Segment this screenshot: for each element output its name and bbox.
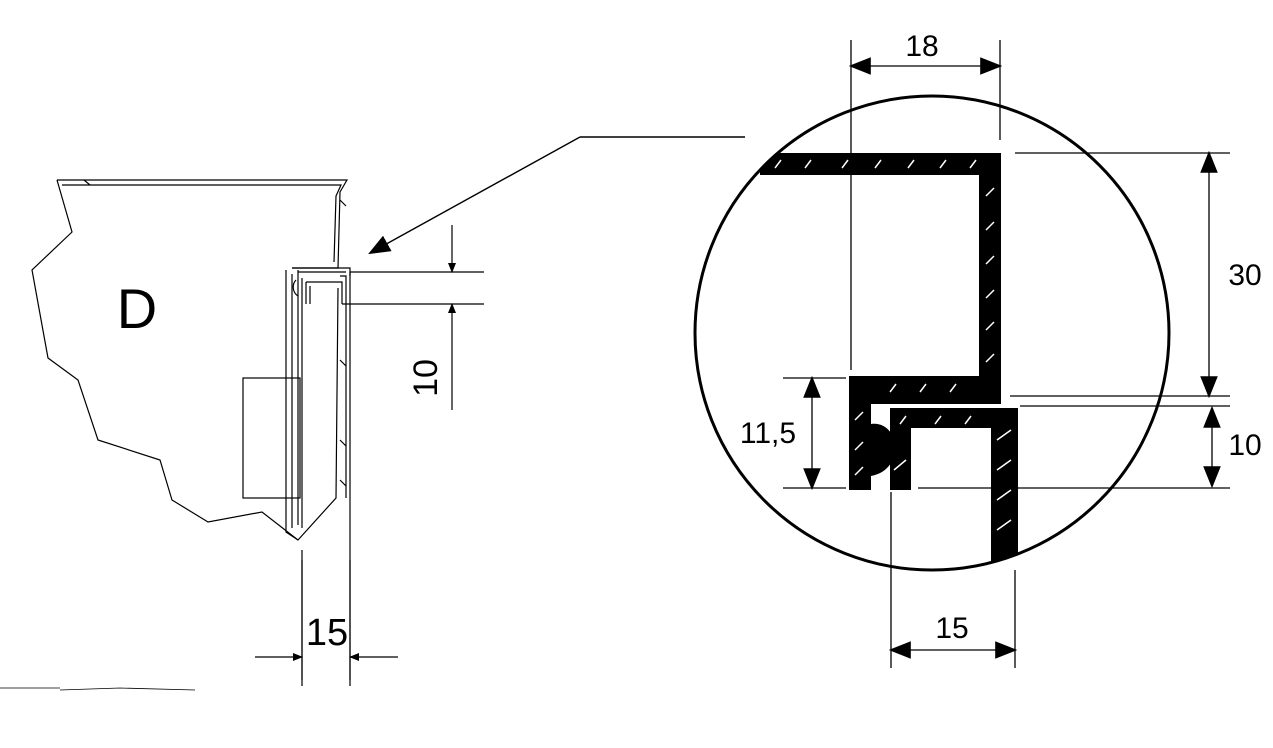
dim-left-15-label: 15 bbox=[306, 612, 348, 654]
frame-profile bbox=[285, 270, 351, 680]
dim-detail-10-label: 10 bbox=[1228, 429, 1261, 462]
dim-detail-30 bbox=[1010, 150, 1230, 399]
part-label-d: D bbox=[117, 277, 157, 340]
lock-block bbox=[242, 377, 301, 499]
detail-circle bbox=[693, 94, 1171, 572]
profile-hook bbox=[292, 267, 351, 304]
dim-left-10 bbox=[342, 225, 484, 410]
dim-detail-11-5-label: 11,5 bbox=[740, 417, 796, 450]
inner-leg bbox=[890, 408, 1018, 570]
upper-profile bbox=[760, 153, 1001, 396]
dim-detail-11-5 bbox=[783, 375, 846, 491]
dim-detail-10 bbox=[918, 405, 1230, 489]
profile-hatching bbox=[774, 159, 1012, 531]
top-edge bbox=[62, 184, 342, 263]
dim-detail-18-label: 18 bbox=[905, 30, 938, 63]
dim-detail-30-label: 30 bbox=[1228, 259, 1261, 292]
gasket-bead bbox=[871, 423, 896, 476]
dim-left-15 bbox=[255, 560, 398, 686]
profile-section bbox=[760, 153, 1018, 570]
dim-left-10-label: 10 bbox=[407, 359, 445, 397]
dim-detail-15 bbox=[888, 492, 1018, 668]
section-view bbox=[0, 179, 351, 691]
detail-leader bbox=[368, 136, 745, 255]
left-leg bbox=[849, 376, 871, 490]
dim-detail-15-label: 15 bbox=[935, 612, 968, 645]
dim-detail-18 bbox=[848, 40, 1003, 370]
